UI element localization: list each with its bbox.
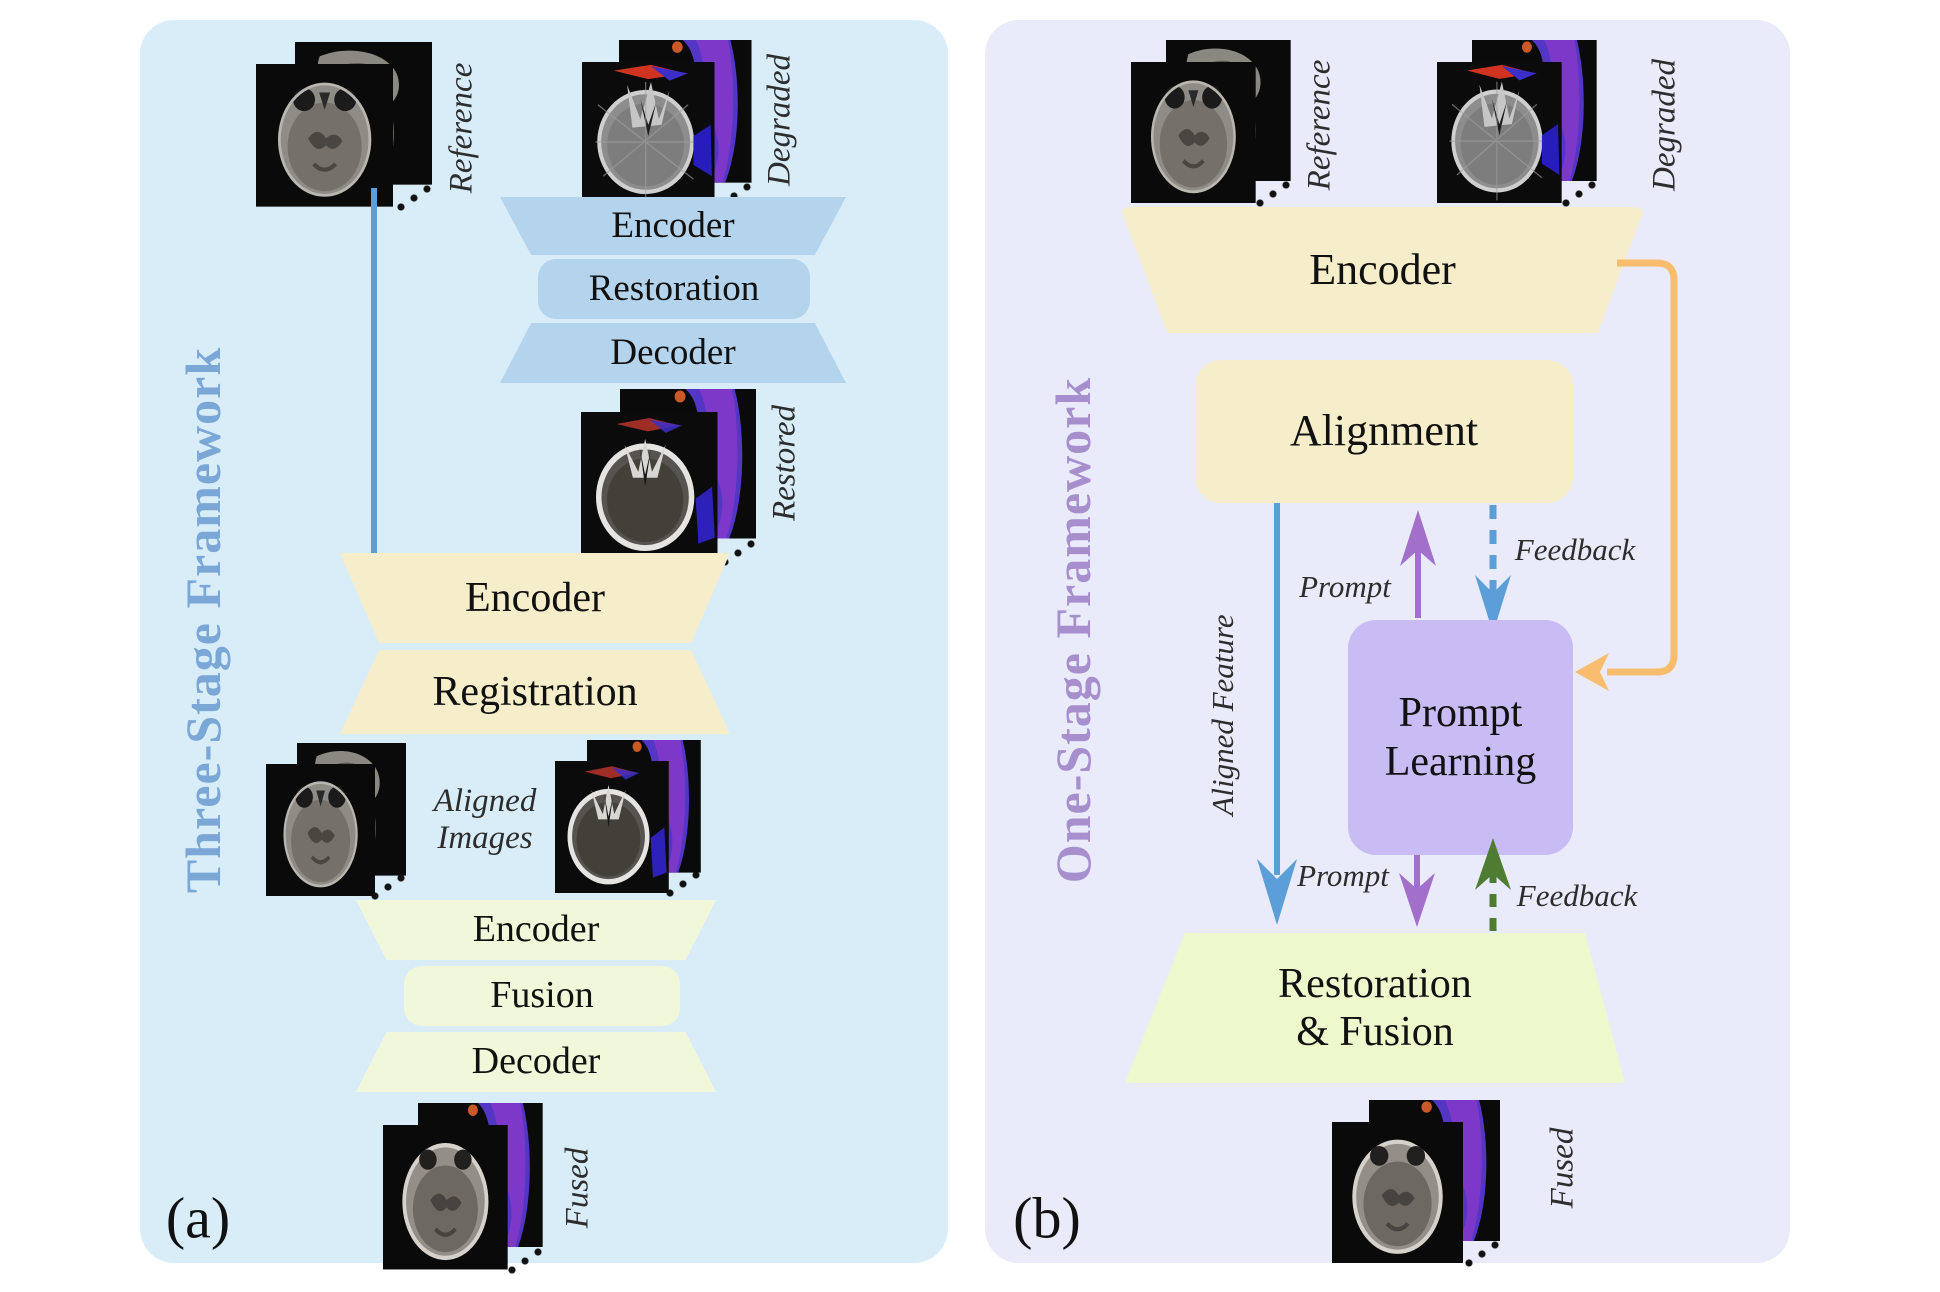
feedback-up-arrow: [1475, 838, 1511, 931]
feedback-bottom-label: Feedback: [1516, 878, 1638, 913]
reference-front-scan-image: [256, 64, 393, 207]
prompt-top-label: Prompt: [1299, 569, 1391, 604]
degraded-label: Degraded: [761, 54, 798, 186]
reference-label: Reference: [1301, 59, 1338, 191]
fused-label: Fused: [1544, 1127, 1581, 1209]
fused-label: Fused: [559, 1147, 596, 1229]
encoder-block: Encoder: [1120, 207, 1645, 333]
prompt-learning-block: Prompt Learning: [1348, 620, 1573, 855]
panel-a-tag: (a): [165, 1185, 231, 1251]
stage3-decoder-block: Decoder: [356, 1032, 716, 1092]
three-stage-panel: Three-Stage Framework Reference Degraded…: [140, 20, 948, 1275]
prompt-down-arrow: [1399, 855, 1435, 927]
panel-b-tag: (b): [1013, 1185, 1081, 1251]
stage2-registration-block: Registration: [340, 650, 730, 734]
aligned-feature-arrow: [1257, 503, 1297, 925]
reference-image-stack: [1131, 40, 1291, 208]
aligned-ct-front-scan-image: [555, 761, 669, 894]
stage1-restoration-block: Restoration: [538, 259, 810, 319]
panel-a-side-title: Three-Stage Framework: [175, 346, 231, 894]
stage1-decoder-block: Decoder: [500, 323, 846, 383]
fused-image-stack: [1332, 1100, 1500, 1268]
stack-ellipsis-icon: [507, 1247, 543, 1275]
stage3-fusion-block: Fusion: [404, 966, 680, 1026]
restored-image-stack: [581, 389, 756, 567]
aligned-ct-image-stack: [555, 740, 701, 898]
stack-ellipsis-icon: [396, 184, 432, 212]
feedback-down-arrow: [1475, 505, 1511, 633]
stack-ellipsis-icon: [370, 873, 406, 901]
one-stage-panel: One-Stage Framework Reference Degraded E…: [985, 20, 1790, 1268]
prompt-up-arrow: [1400, 510, 1436, 618]
aligned-mri-front-scan-image: [266, 764, 375, 897]
reference-image-stack: [256, 42, 432, 212]
fused-image-stack: [383, 1103, 543, 1275]
stack-ellipsis-icon: [665, 870, 701, 898]
encoder-to-prompt-skip-arrow: [1575, 259, 1678, 691]
aligned-images-label: Aligned Images: [433, 783, 537, 856]
reference-label: Reference: [443, 62, 480, 194]
fused-front-scan-image: [1332, 1122, 1463, 1263]
stage1-encoder-block: Encoder: [500, 197, 846, 255]
restoration-fusion-block: Restoration & Fusion: [1125, 933, 1625, 1083]
stage3-encoder-block: Encoder: [356, 900, 716, 960]
stack-ellipsis-icon: [1464, 1240, 1500, 1268]
prompt-bottom-label: Prompt: [1297, 858, 1389, 893]
aligned-mri-image-stack: [266, 743, 406, 901]
degraded-image-stack: [1437, 40, 1597, 208]
stage2-encoder-block: Encoder: [340, 553, 730, 643]
degraded-image-stack: [582, 40, 752, 210]
degraded-front-scan-image: [582, 62, 715, 205]
restored-front-scan-image: [581, 412, 718, 562]
alignment-block: Alignment: [1195, 360, 1573, 503]
fused-front-scan-image: [383, 1125, 508, 1269]
degraded-label: Degraded: [1646, 59, 1683, 191]
degraded-front-scan-image: [1437, 62, 1562, 203]
reference-front-scan-image: [1131, 62, 1256, 203]
feedback-top-label: Feedback: [1514, 532, 1636, 567]
stack-ellipsis-icon: [1255, 180, 1291, 208]
aligned-feature-label: Aligned Feature: [1205, 614, 1240, 816]
stack-ellipsis-icon: [1561, 180, 1597, 208]
restored-label: Restored: [766, 404, 803, 522]
panel-b-side-title: One-Stage Framework: [1045, 376, 1101, 884]
